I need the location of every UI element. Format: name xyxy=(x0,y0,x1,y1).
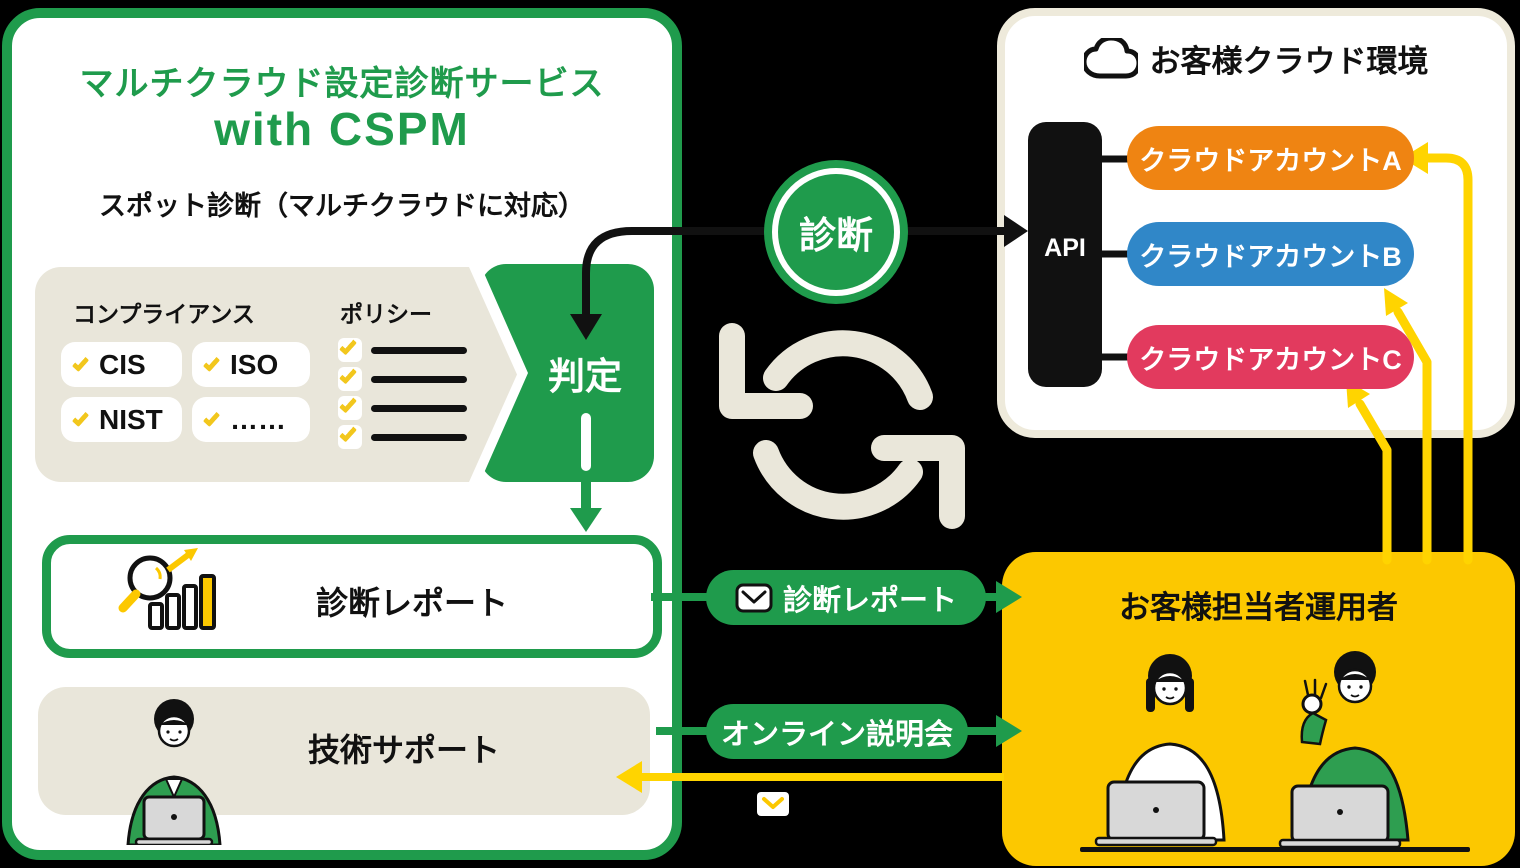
checkbox-icon xyxy=(338,338,362,362)
compliance-item-cis: CIS xyxy=(61,342,182,387)
compliance-item-label: ISO xyxy=(230,348,279,380)
compliance-policy-box: コンプライアンス CIS ISO NIST …… ポリシー xyxy=(35,267,517,482)
cloud-panel-title: お客様クラウド環境 xyxy=(1149,44,1429,79)
cloud-panel-header: お客様クラウド環境 xyxy=(997,36,1515,81)
policy-line xyxy=(371,347,467,354)
compliance-item-more: …… xyxy=(192,397,310,442)
policy-checklist-row xyxy=(338,367,508,391)
service-subtitle-cspm: with CSPM xyxy=(214,103,470,155)
api-gateway-block: API xyxy=(1028,122,1102,387)
check-icon xyxy=(203,409,220,427)
policy-checklist-row xyxy=(338,338,508,362)
cloud-account-b-pill: クラウドアカウントB xyxy=(1127,222,1414,286)
compliance-item-label: …… xyxy=(230,403,286,435)
cloud-icon xyxy=(1083,37,1138,78)
mail-feedback-icon xyxy=(757,792,789,816)
mail-icon xyxy=(735,583,773,612)
service-title: マルチクラウド設定診断サービス xyxy=(79,65,605,103)
customer-operators-illustration xyxy=(1080,651,1470,852)
cloud-account-c-pill: クラウドアカウントC xyxy=(1127,325,1414,389)
policy-line xyxy=(371,434,467,441)
check-icon xyxy=(72,409,89,427)
report-delivery-pill: 診断レポート xyxy=(706,570,986,625)
check-icon xyxy=(72,354,89,372)
cloud-account-b-label: クラウドアカウントB xyxy=(1139,241,1402,272)
diagnosis-report-label: 診断レポート xyxy=(315,585,508,621)
customer-operators-title: お客様担当者運用者 xyxy=(1119,590,1398,625)
api-label: API xyxy=(1044,234,1086,262)
cloud-account-c-label: クラウドアカウントC xyxy=(1139,344,1402,375)
support-engineer-illustration xyxy=(126,699,222,845)
cloud-account-a-pill: クラウドアカウントA xyxy=(1127,126,1414,190)
policy-checklist-row xyxy=(338,396,508,420)
diagnosis-badge: 診断 xyxy=(764,160,908,304)
spot-diagnosis-caption: スポット診断（マルチクラウドに対応） xyxy=(99,191,585,221)
compliance-label: コンプライアンス xyxy=(73,301,255,327)
tech-support-label: 技術サポート xyxy=(307,732,500,768)
compliance-item-nist: NIST xyxy=(61,397,182,442)
tech-support-box: 技術サポート xyxy=(38,687,650,815)
policy-line xyxy=(371,405,467,412)
checkbox-icon xyxy=(338,396,362,420)
report-pill-label: 診断レポート xyxy=(782,584,957,617)
policy-checklist-row xyxy=(338,425,508,449)
checkbox-icon xyxy=(338,425,362,449)
check-icon xyxy=(203,354,220,372)
customer-operators-box xyxy=(1002,552,1515,866)
judgment-label: 判定 xyxy=(548,356,622,397)
compliance-item-iso: ISO xyxy=(192,342,310,387)
sync-cycle-icon xyxy=(719,323,965,529)
compliance-item-label: CIS xyxy=(99,348,146,380)
checkbox-icon xyxy=(338,367,362,391)
cloud-account-a-label: クラウドアカウントA xyxy=(1139,145,1402,176)
online-session-pill: オンライン説明会 xyxy=(706,704,968,759)
desk-line xyxy=(1080,847,1470,852)
policy-label: ポリシー xyxy=(340,301,432,327)
badge-ring xyxy=(772,168,900,296)
policy-line xyxy=(371,376,467,383)
online-pill-label: オンライン説明会 xyxy=(720,718,953,751)
compliance-item-label: NIST xyxy=(99,403,163,435)
magnifier-chart-icon xyxy=(118,548,216,630)
